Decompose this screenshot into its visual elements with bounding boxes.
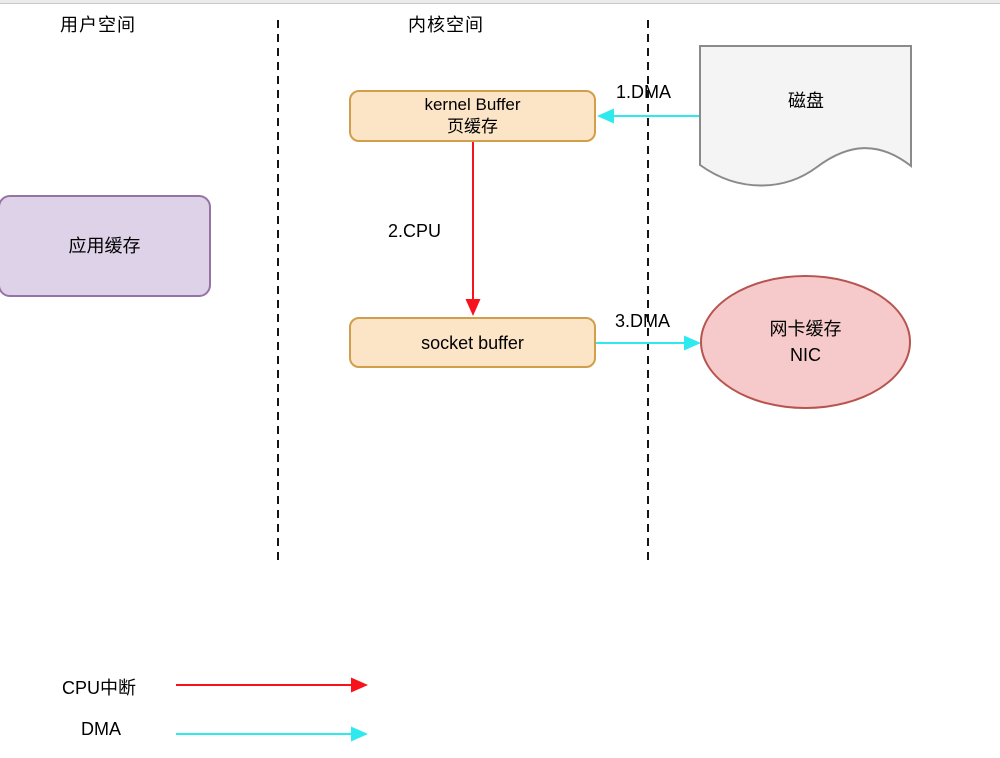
legend-dma-arrow-head: [351, 726, 368, 742]
disk-document-outline: [699, 45, 912, 187]
nic-label-en: NIC: [790, 345, 821, 365]
legend-dma-label: DMA: [81, 719, 121, 739]
arrow-dma3-label: 3.DMA: [615, 311, 671, 331]
arrow-dma1-head: [597, 108, 614, 124]
app-cache-node: 应用缓存: [0, 195, 211, 297]
kernel-space-zone-label: 内核空间: [408, 15, 484, 35]
user-space-zone-label: 用户空间: [60, 15, 136, 35]
nic-node: 网卡缓存 NIC: [700, 275, 911, 409]
nic-label-zh: 网卡缓存: [769, 319, 842, 339]
kernel-buffer-node: kernel Buffer 页缓存: [349, 90, 596, 142]
disk-node-shape: [699, 45, 912, 187]
socket-buffer-label: socket buffer: [421, 332, 524, 353]
legend-cpu-arrow-head: [351, 677, 368, 693]
kernel-buffer-label-zh: 页缓存: [447, 117, 498, 136]
disk-node-label: 磁盘: [788, 91, 824, 111]
arrow-dma3-head: [684, 335, 701, 351]
arrow-dma1-label: 1.DMA: [616, 82, 672, 102]
app-cache-label: 应用缓存: [68, 236, 141, 256]
legend-cpu-label: CPU中断: [62, 678, 137, 698]
arrow-cpu2-head: [465, 299, 481, 316]
kernel-buffer-label-en: kernel Buffer: [424, 95, 521, 114]
arrow-cpu2-label: 2.CPU: [388, 221, 442, 241]
socket-buffer-node: socket buffer: [349, 317, 596, 368]
window-top-strip: [0, 0, 1000, 4]
